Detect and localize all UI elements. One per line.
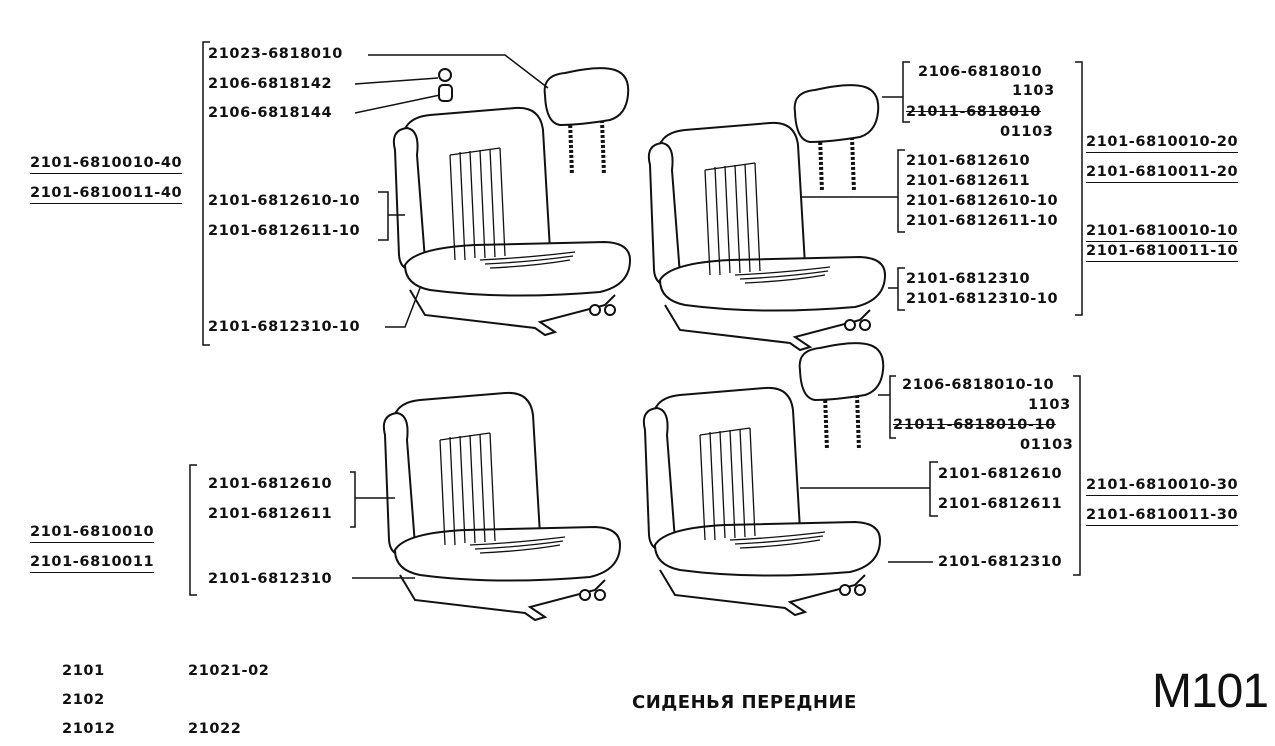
part-label: 2101-6812610 [208,476,333,492]
part-label: 2101-6812610 [906,153,1031,169]
assembly-label: 2101-6810011-30 [1086,506,1239,526]
part-label: 01103 [1000,124,1054,140]
model-label: 2101 [62,663,105,679]
part-label: 2101-6812310 [906,271,1031,287]
page-title: СИДЕНЬЯ ПЕРЕДНИЕ [632,692,857,713]
part-label: 2101-6812611-10 [906,213,1059,229]
part-label: 2101-6812310-10 [906,291,1059,307]
part-label: 2101-6812610-10 [906,193,1059,209]
model-label: 21022 [188,721,242,737]
part-label-struck: 21011-6818010 [906,104,1041,120]
assembly-label: 2101-6810010-40 [30,154,183,174]
model-label: 21021-02 [188,663,270,679]
assembly-label: 2101-6810010-30 [1086,476,1239,496]
assembly-label: 2101-6810010-20 [1086,133,1239,153]
part-label: 2101-6812611 [906,173,1031,189]
part-label: 2106-6818144 [208,105,333,121]
part-label: 2106-6818010-10 [902,377,1055,393]
assembly-label: 2101-6810011-10 [1086,242,1239,262]
part-label: 01103 [1020,437,1074,453]
seat-bottom-left [382,391,621,621]
assembly-label: 2101-6810010 [30,523,155,543]
part-label: 2106-6818010 [918,64,1043,80]
page-code: M101 [1152,665,1269,718]
part-label: 2101-6812611 [938,496,1063,512]
part-label: 2101-6812611-10 [208,223,361,239]
part-label: 1103 [1012,83,1055,99]
part-label: 21023-6818010 [208,46,343,62]
part-label: 1103 [1028,397,1071,413]
assembly-label: 2101-6810010-10 [1086,222,1239,242]
assembly-label: 2101-6810011-20 [1086,163,1239,183]
seat-top-left [392,66,631,336]
part-label: 2101-6812310 [938,554,1063,570]
part-label: 2101-6812610-10 [208,193,361,209]
part-label: 2101-6812611 [208,506,333,522]
model-label: 21012 [62,721,116,737]
assembly-label: 2101-6810011 [30,553,155,573]
part-label: 2101-6812310-10 [208,319,361,335]
leader-lines [189,41,1083,596]
part-label: 2101-6812310 [208,571,333,587]
model-label: 2102 [62,692,105,708]
part-label: 2101-6812610 [938,466,1063,482]
seat-top-right [647,83,886,351]
part-label-struck: 21011-6818010-10 [893,417,1056,433]
assembly-label: 2101-6810011-40 [30,184,183,204]
part-label: 2106-6818142 [208,76,333,92]
seat-bottom-right [642,341,886,616]
